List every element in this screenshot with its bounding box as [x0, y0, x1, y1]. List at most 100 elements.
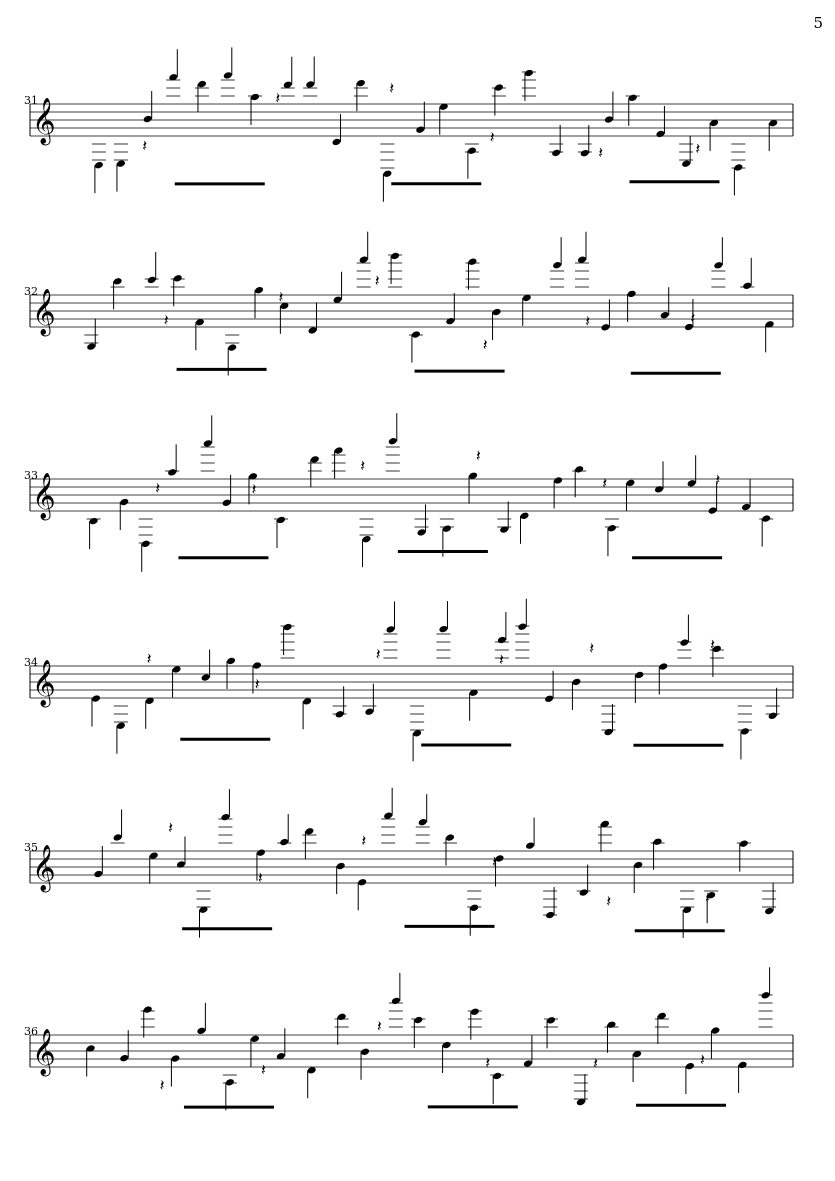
notehead	[171, 1055, 180, 1062]
notehead	[411, 331, 420, 338]
notehead	[497, 636, 506, 644]
notehead	[552, 149, 561, 157]
notehead	[446, 318, 455, 325]
notehead	[634, 861, 643, 869]
quarter-rest-icon: 𝄽	[375, 271, 380, 290]
notehead	[418, 819, 427, 826]
quarter-rest-icon: 𝄽	[261, 1060, 266, 1079]
notehead	[654, 486, 664, 493]
notehead	[143, 1006, 152, 1013]
notehead	[334, 447, 343, 454]
quarter-rest-icon: 𝄽	[160, 1075, 165, 1094]
notehead	[470, 1008, 479, 1015]
notehead	[524, 69, 534, 77]
notehead	[545, 695, 554, 702]
notehead	[226, 657, 236, 665]
notehead	[283, 81, 292, 88]
notehead	[306, 81, 315, 88]
notehead	[546, 1017, 556, 1024]
notehead	[526, 842, 535, 849]
notehead	[572, 678, 581, 686]
notehead	[684, 323, 693, 331]
notehead	[201, 674, 210, 681]
notehead	[223, 72, 232, 79]
quarter-rest-icon: 𝄽	[142, 136, 147, 155]
notehead	[765, 907, 774, 915]
notehead	[283, 623, 292, 631]
notehead	[250, 93, 260, 101]
notehead	[228, 344, 237, 351]
notehead	[276, 1053, 285, 1060]
notehead	[580, 149, 589, 157]
notehead	[120, 1055, 129, 1062]
notehead	[225, 1079, 234, 1086]
quarter-rest-icon: 𝄽	[164, 311, 169, 330]
notehead	[307, 1067, 316, 1074]
notehead	[337, 1013, 346, 1020]
notehead	[145, 697, 154, 704]
notehead	[116, 722, 125, 729]
notehead	[445, 834, 455, 841]
quarter-rest-icon: 𝄽	[147, 649, 152, 668]
quarter-rest-icon: 𝄽	[690, 308, 695, 327]
notehead	[391, 252, 400, 260]
quarter-rest-icon: 𝄽	[705, 888, 710, 907]
notehead	[739, 840, 748, 847]
quarter-rest-icon: 𝄽	[585, 312, 590, 331]
notehead	[492, 308, 501, 316]
notehead	[710, 119, 719, 127]
notehead	[120, 498, 129, 506]
notehead	[305, 828, 314, 835]
notehead	[714, 262, 723, 269]
notehead	[683, 906, 692, 914]
treble-clef-icon: 𝄞	[32, 845, 56, 893]
notehead	[197, 80, 207, 88]
notehead	[336, 862, 345, 870]
notehead	[554, 477, 563, 484]
quarter-rest-icon: 𝄽	[389, 78, 394, 97]
notehead	[94, 870, 103, 878]
notehead	[169, 74, 178, 81]
notehead	[87, 343, 96, 350]
notehead	[256, 849, 266, 856]
notehead	[141, 540, 150, 548]
notehead	[360, 1048, 370, 1055]
notehead	[195, 319, 204, 326]
notehead	[173, 275, 182, 282]
notehead	[601, 324, 610, 331]
notehead	[252, 662, 262, 669]
notehead	[388, 438, 397, 445]
notehead	[197, 1027, 206, 1034]
page-number: 5	[813, 14, 823, 32]
quarter-rest-icon: 𝄽	[602, 474, 607, 493]
quarter-rest-icon: 𝄽	[377, 1016, 382, 1035]
notehead	[91, 695, 101, 702]
notehead	[738, 1061, 747, 1069]
notehead	[626, 479, 635, 487]
notehead	[604, 728, 613, 736]
notehead	[469, 689, 478, 696]
notehead	[659, 663, 668, 670]
quarter-rest-icon: 𝄽	[598, 143, 603, 162]
treble-clef-icon: 𝄞	[32, 660, 56, 708]
notehead	[765, 321, 774, 328]
staff: 𝄞𝄽𝄽𝄽𝄽𝄽𝄽	[29, 967, 794, 1111]
quarter-rest-icon: 𝄽	[168, 818, 173, 837]
notehead	[365, 708, 374, 715]
notehead	[635, 671, 644, 679]
notehead	[248, 473, 258, 480]
quarter-rest-icon: 𝄽	[695, 139, 700, 158]
notehead	[495, 855, 504, 862]
notehead	[442, 1041, 451, 1049]
staff: 𝄞𝄽𝄽𝄽𝄽𝄽𝄽	[29, 231, 794, 376]
quarter-rest-icon: 𝄽	[700, 1050, 705, 1069]
notehead	[199, 906, 208, 913]
notehead	[685, 1062, 694, 1070]
notehead	[176, 861, 186, 868]
treble-clef-icon: 𝄞	[32, 1029, 56, 1077]
notehead	[308, 327, 317, 334]
notehead	[500, 526, 509, 533]
notehead	[711, 1027, 720, 1034]
treble-clef-icon: 𝄞	[32, 98, 56, 146]
notehead	[356, 79, 365, 87]
